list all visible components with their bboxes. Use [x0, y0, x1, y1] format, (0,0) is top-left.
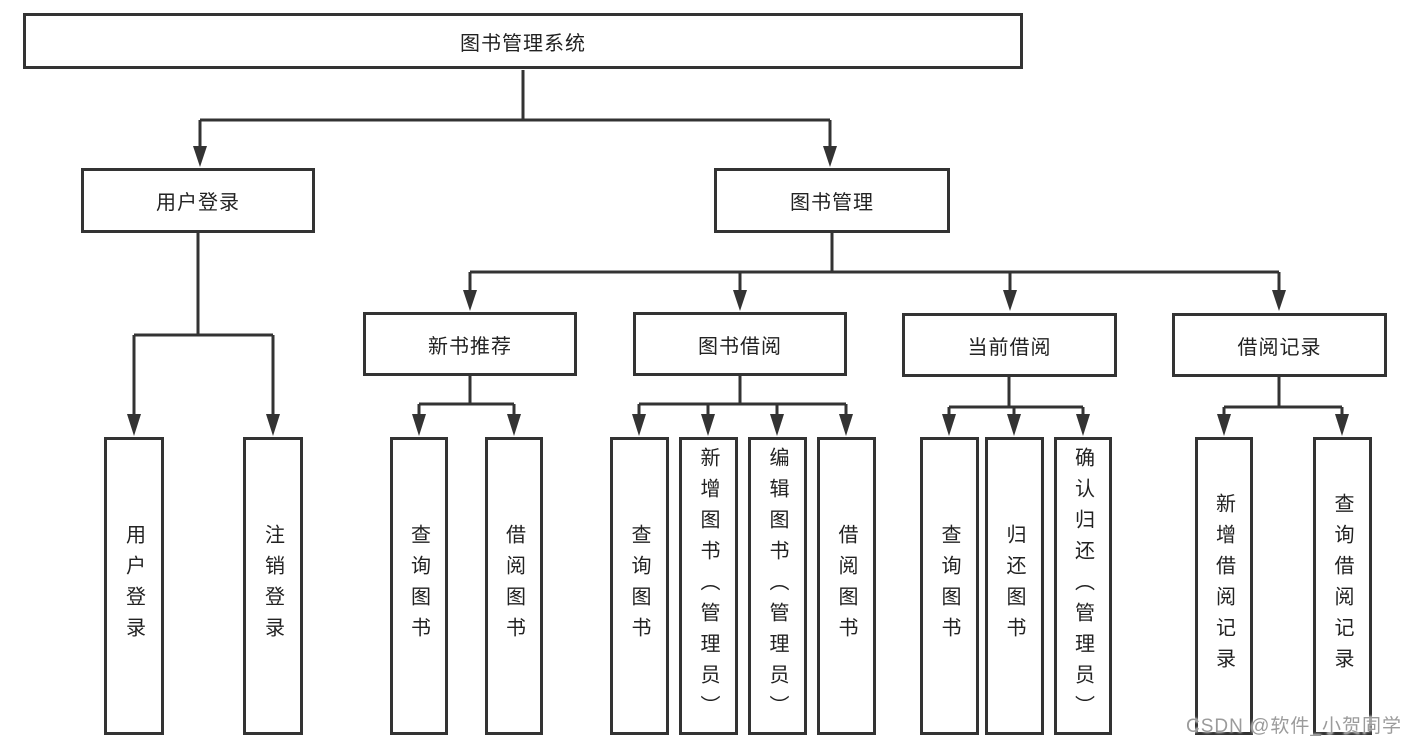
leaf-br-add-record: 新增借阅记录 [1195, 437, 1253, 735]
arrowheads [127, 146, 1349, 436]
node-book-borrow: 图书借阅 [633, 312, 847, 376]
leaf-cb-query-books: 查询图书 [920, 437, 979, 735]
leaf-cb-return-books: 归还图书 [985, 437, 1044, 735]
leaf-bb-borrow-books: 借阅图书 [817, 437, 876, 735]
node-book-management: 图书管理 [714, 168, 950, 233]
node-current-borrow: 当前借阅 [902, 313, 1117, 377]
node-user-login: 用户登录 [81, 168, 315, 233]
leaf-br-query-record: 查询借阅记录 [1313, 437, 1372, 735]
leaf-cb-confirm-return-admin: 确认归还（管理员） [1054, 437, 1112, 735]
leaf-bb-edit-books-admin: 编辑图书（管理员） [748, 437, 807, 735]
node-root-library-system: 图书管理系统 [23, 13, 1023, 69]
connector-path [132, 70, 1344, 416]
csdn-watermark: CSDN @软件_小贺同学 [1186, 716, 1402, 737]
leaf-nb-borrow-books: 借阅图书 [485, 437, 543, 735]
leaf-user-login: 用户登录 [104, 437, 164, 735]
node-new-book-recommend: 新书推荐 [363, 312, 577, 376]
leaf-nb-query-books: 查询图书 [390, 437, 448, 735]
leaf-bb-query-books: 查询图书 [610, 437, 669, 735]
node-borrow-records: 借阅记录 [1172, 313, 1387, 377]
leaf-logout: 注销登录 [243, 437, 303, 735]
leaf-bb-add-books-admin: 新增图书（管理员） [679, 437, 738, 735]
